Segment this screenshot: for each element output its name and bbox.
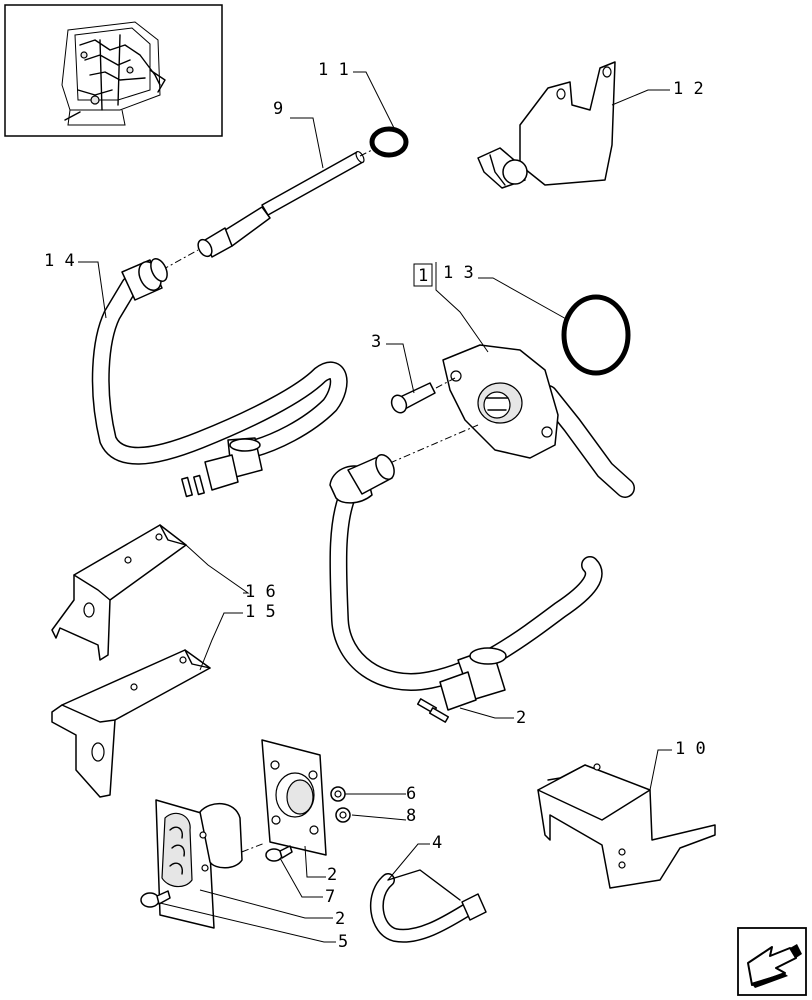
callout-2-harness: 2 [516,708,526,728]
callout-1: 1 [418,266,428,286]
leader-lines [78,71,672,943]
part-15-bracket [51,649,211,798]
callout-14: 1 4 [44,251,75,271]
part-2-socket [155,799,266,929]
callout-15: 1 5 [245,602,276,622]
part-2-sensor-harness [329,424,603,723]
callout-13: 1 3 [443,263,474,283]
callout-4: 4 [432,833,442,853]
callout-8: 8 [406,806,416,826]
callout-2-socket: 2 [335,909,345,929]
callout-3: 3 [371,332,381,352]
callout-1-box [413,263,433,287]
part-8-nut [335,807,351,823]
callout-7: 7 [325,887,335,907]
callout-labels: 1 1 9 1 2 1 4 1 1 3 3 1 6 1 5 2 1 0 6 8 … [44,60,706,952]
callout-12: 1 2 [673,79,704,99]
part-13-large-o-ring [561,294,631,376]
callout-9: 9 [273,99,283,119]
part-11-small-o-ring [359,126,409,158]
callout-2-plate: 2 [327,865,337,885]
part-5-screw [140,890,171,908]
part-4-cable-tie [369,869,487,943]
callout-10: 1 0 [675,739,706,759]
part-14-sensor-harness [91,257,348,498]
callout-5: 5 [338,932,348,952]
callout-6: 6 [406,784,416,804]
part-3-bolt [390,377,456,414]
part-7-screw [265,845,293,862]
tractor-cab-thumbnail [4,4,223,137]
part-9-sensor-probe [161,150,365,271]
next-page-arrow-icon[interactable] [737,927,807,996]
part-6-nut [330,786,346,802]
part-10-bracket [537,763,716,889]
part-16-bracket [51,524,187,661]
part-12-clamp-bracket [477,61,616,189]
socket-mount-plate [261,739,327,856]
callout-11: 1 1 [318,60,349,80]
callout-16: 1 6 [245,582,276,602]
part-13-flanged-sensor-assembly [442,344,635,498]
